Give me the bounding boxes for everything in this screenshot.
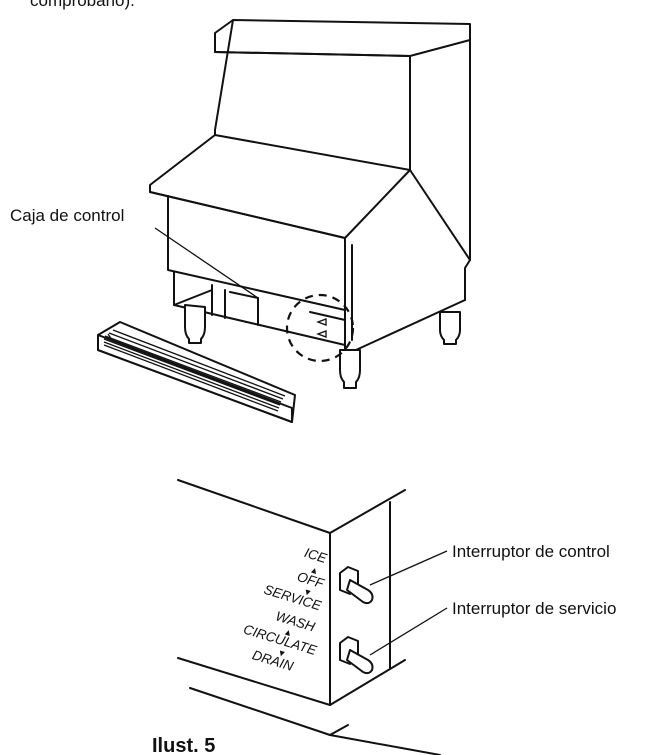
arrow-up-icon: ▲ [309,564,320,576]
position-wash: WASH [274,608,317,634]
service-switch-label: Interruptor de servicio [452,599,616,618]
arrow-down-icon: ▼ [302,586,313,598]
control-switch-label: Interruptor de control [452,542,610,561]
sloped-front [149,134,411,239]
front-grill [97,321,296,423]
service-toggle-switch [339,636,374,675]
arrow-down-icon: ▼ [276,647,287,659]
switch-highlight-circle [285,293,355,363]
header-text-fragment: comprobarlo). [30,0,135,10]
control-toggle-switch [339,566,374,605]
bin-lid [214,19,471,57]
ice-machine-drawing [149,19,471,389]
position-ice: ICE [303,545,330,566]
machine-legs [184,304,461,389]
control-box-label: Caja de control [10,206,124,225]
position-drain: DRAIN [250,647,295,674]
figure-caption: Ilust. 5 [152,735,215,755]
arrow-up-icon: ▲ [282,626,293,638]
switch-panel-detail: ICE OFF SERVICE WASH CIRCULATE DRAIN ▲ ▼… [177,479,448,755]
